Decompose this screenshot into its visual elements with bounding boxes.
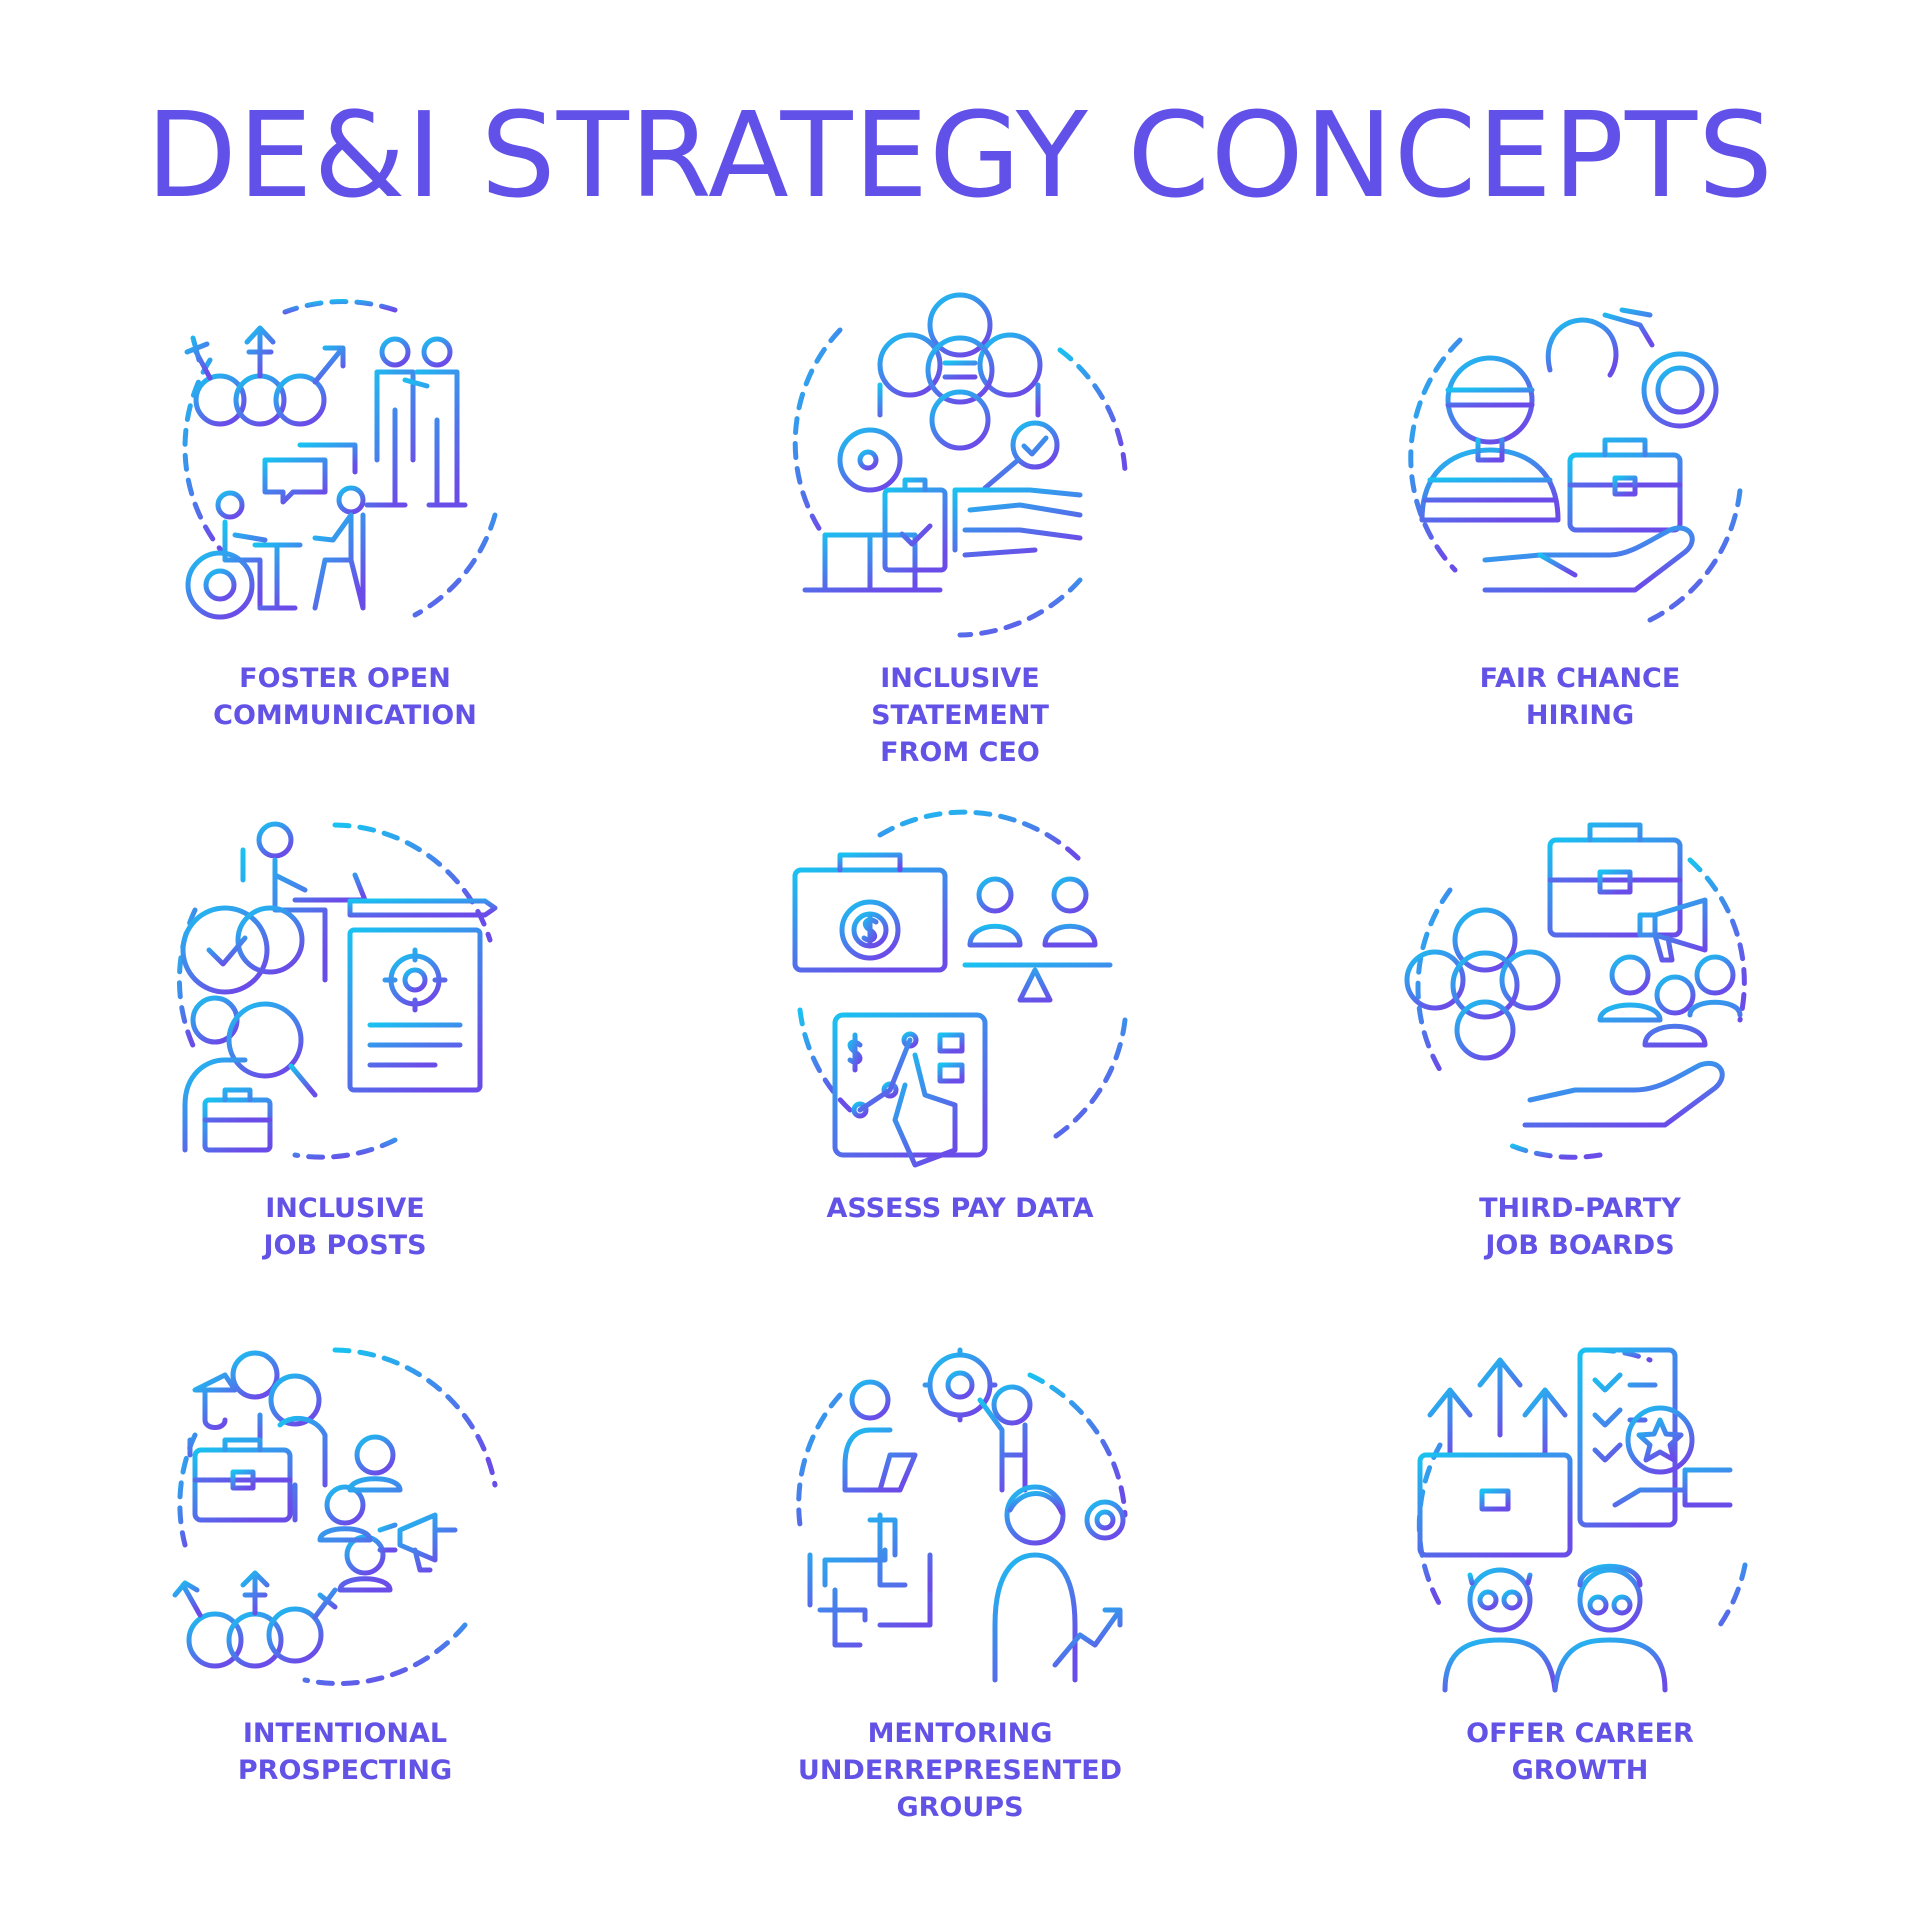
concept-label-line: FROM CEO bbox=[880, 737, 1040, 768]
wheelchair-check-resume-magnifier-icon bbox=[165, 820, 525, 1180]
concept-label-line: PROSPECTING bbox=[237, 1755, 453, 1786]
concept-label: MENTORING UNDERREPRESENTED GROUPS bbox=[760, 1715, 1160, 1826]
concept-label: INCLUSIVE JOB POSTS bbox=[145, 1190, 545, 1264]
concept-label-line: STATEMENT bbox=[871, 700, 1049, 731]
concept-label-line: GROUPS bbox=[896, 1792, 1024, 1823]
concept-label-line: INCLUSIVE bbox=[880, 663, 1040, 694]
concept-label-line: INCLUSIVE bbox=[265, 1193, 425, 1224]
concept-label-line: ASSESS PAY DATA bbox=[826, 1193, 1094, 1224]
page-title: DE&I STRATEGY CONCEPTS bbox=[146, 86, 1774, 224]
concept-label: FAIR CHANCE HIRING bbox=[1380, 660, 1780, 734]
gender-symbols-people-wheelchair-dialogue-icon bbox=[165, 290, 525, 650]
concept-label-line: HIRING bbox=[1525, 700, 1635, 731]
concept-label: INTENTIONAL PROSPECTING bbox=[145, 1715, 545, 1789]
prisoner-handcuffs-briefcase-hand-icon bbox=[1400, 290, 1760, 650]
concept-label: FOSTER OPEN COMMUNICATION bbox=[145, 660, 545, 734]
concept-label: THIRD-PARTY JOB BOARDS bbox=[1380, 1190, 1780, 1264]
concept-label-line: COMMUNICATION bbox=[213, 700, 477, 731]
concept-label-line: JOB POSTS bbox=[263, 1230, 427, 1261]
briefcase-megaphone-diverse-group-hand-icon bbox=[1400, 820, 1760, 1180]
concept-label-line: FOSTER OPEN bbox=[239, 663, 451, 694]
concept-label-line: MENTORING bbox=[867, 1718, 1053, 1749]
mentor-teamwork-hands-growth-icon bbox=[780, 1345, 1140, 1705]
concept-label-line: OFFER CAREER bbox=[1466, 1718, 1694, 1749]
concept-label: ASSESS PAY DATA bbox=[760, 1190, 1160, 1227]
diverse-faces-speaker-clipboard-handshake-icon bbox=[780, 290, 1140, 650]
concept-label-line: INTENTIONAL bbox=[242, 1718, 448, 1749]
concept-label: OFFER CAREER GROWTH bbox=[1380, 1715, 1780, 1789]
concept-label-line: THIRD-PARTY bbox=[1479, 1193, 1681, 1224]
concept-label-line: JOB BOARDS bbox=[1485, 1230, 1675, 1261]
arrows-briefcase-rating-elderly-people-icon bbox=[1400, 1345, 1760, 1705]
diverse-people-megaphone-gender-symbols-icon bbox=[165, 1345, 525, 1705]
concept-label: INCLUSIVE STATEMENT FROM CEO bbox=[760, 660, 1160, 771]
concept-label-line: GROWTH bbox=[1511, 1755, 1649, 1786]
concept-label-line: FAIR CHANCE bbox=[1479, 663, 1681, 694]
salary-briefcase-scale-chart-icon bbox=[780, 809, 1140, 1180]
concept-label-line: UNDERREPRESENTED bbox=[797, 1755, 1123, 1786]
